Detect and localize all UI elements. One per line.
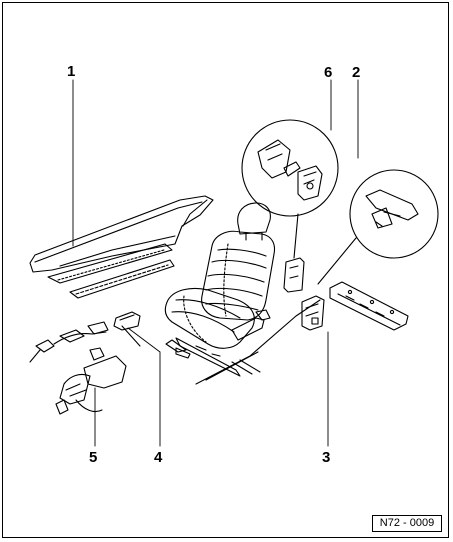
callout-5: 5 (89, 449, 97, 466)
switch-housing-part-4 (113, 311, 141, 347)
detail-circle-part-2 (317, 169, 439, 285)
callout-1: 1 (67, 63, 75, 80)
detail-circle-part-6 (241, 119, 339, 259)
front-seat (164, 202, 321, 385)
callout-3: 3 (322, 449, 330, 466)
seat-rail-bracket (329, 281, 409, 331)
callout-2: 2 (352, 64, 360, 81)
diagram-frame (2, 2, 449, 538)
wiring-assembly-part-5 (29, 321, 127, 415)
leader-lines (72, 79, 359, 447)
callout-6: 6 (324, 64, 332, 81)
callout-4: 4 (154, 449, 163, 466)
side-trim-panel-part-1 (29, 195, 214, 299)
reference-code-badge: N72 - 0009 (372, 515, 442, 532)
seat-latch-part-3 (283, 257, 325, 331)
